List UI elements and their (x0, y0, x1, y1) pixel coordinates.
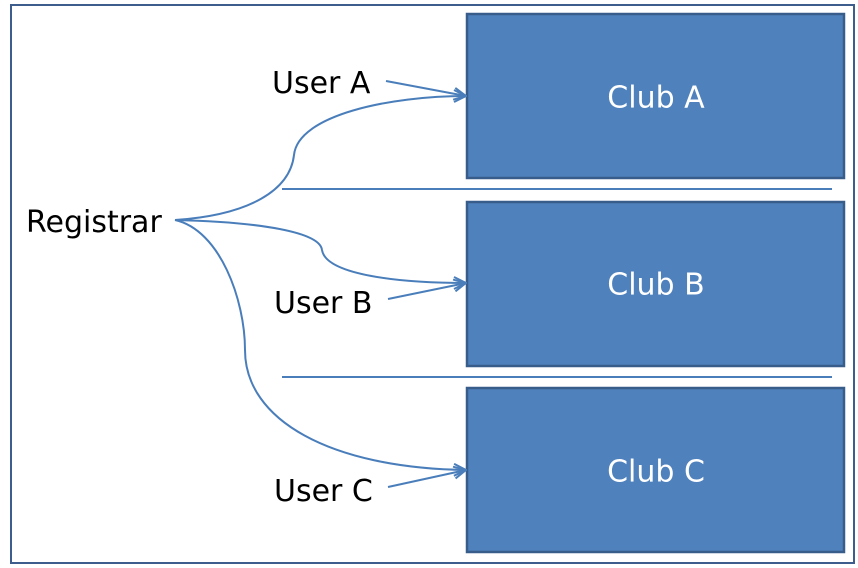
user-a-label: User A (272, 66, 371, 101)
club-a-label: Club A (607, 81, 705, 116)
user-c-label: User C (274, 474, 373, 509)
club-b-label: Club B (607, 268, 704, 303)
user-b-label: User B (274, 286, 373, 321)
club-c-label: Club C (607, 455, 705, 490)
user-a-arrow (385, 80, 466, 96)
user-c-arrow (387, 470, 466, 488)
registrar-label: Registrar (26, 205, 162, 240)
registrar-to-club-a-curve (174, 96, 466, 221)
registrar-to-club-b-curve (174, 219, 466, 283)
club-c-box (465, 386, 846, 554)
club-a-box (465, 12, 846, 180)
club-b-box (465, 200, 846, 368)
registrar-to-club-c-curve (174, 219, 466, 470)
user-b-arrow (387, 283, 466, 300)
